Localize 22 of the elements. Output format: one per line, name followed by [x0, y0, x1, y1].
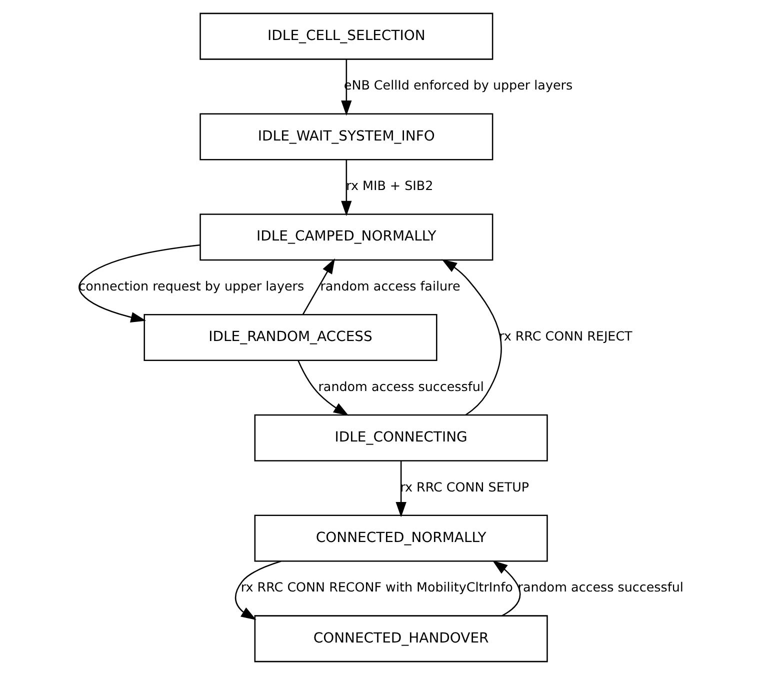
- arrow: [442, 259, 502, 416]
- arrow: [78, 244, 200, 323]
- arrow: [234, 560, 282, 620]
- arrow: [302, 258, 335, 315]
- edge-label: random access successful: [318, 378, 484, 394]
- node-box: IDLE_CONNECTING: [254, 414, 548, 462]
- node-box: IDLE_WAIT_SYSTEM_INFO: [200, 113, 494, 160]
- arrow: [298, 360, 349, 416]
- node-box: CONNECTED_NORMALLY: [254, 514, 548, 562]
- edge-label: rx RRC CONN RECONF with MobilityCltrInfo: [240, 580, 513, 595]
- edge-label: random access failure: [320, 278, 460, 294]
- node-box: CONNECTED_HANDOVER: [254, 615, 548, 662]
- arrow: [396, 460, 406, 518]
- arrow: [492, 560, 521, 616]
- arrow: [341, 59, 352, 116]
- node-box: IDLE_CELL_SELECTION: [200, 12, 494, 60]
- edge-label: rx RRC CONN SETUP: [400, 479, 530, 494]
- edge-label: rx MIB + SIB2: [346, 178, 434, 194]
- node-box: IDLE_CAMPED_NORMALLY: [200, 214, 494, 261]
- node-box: IDLE_RANDOM_ACCESS: [144, 314, 438, 361]
- arrow: [341, 160, 352, 216]
- edge-label: random access successful: [518, 580, 684, 595]
